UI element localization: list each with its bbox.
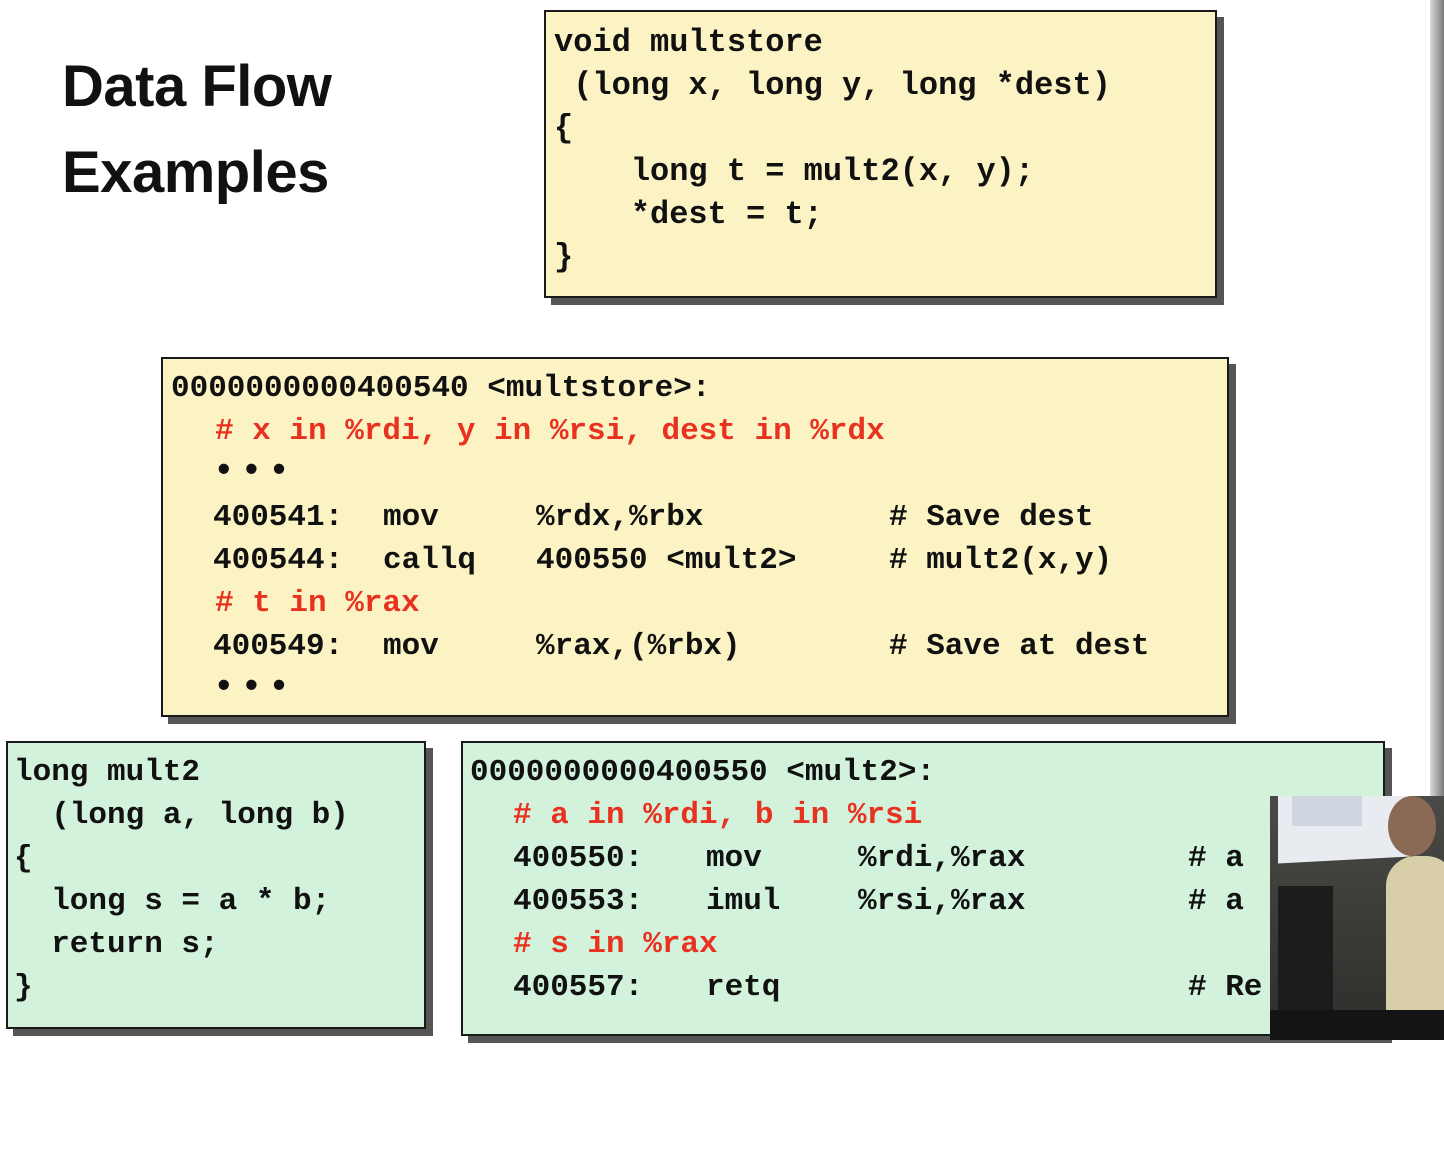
asm-op: mov [706,841,762,876]
code-line: long mult2 [14,755,201,790]
multstore-asm-box: 0000000000400540 <multstore>: # x in %rd… [161,357,1229,717]
asm-header: 0000000000400540 <multstore>: [171,371,711,406]
code-line: *dest = t; [554,196,823,233]
presenter-figure [1386,856,1444,1040]
projector-screen-inner [1292,796,1362,826]
asm-comment: # Re [1188,970,1263,1005]
asm-op: imul [706,884,781,919]
code-line: (long x, long y, long *dest) [554,67,1111,104]
asm-comment: # t in %rax [215,586,420,621]
ellipsis: ••• [213,667,296,708]
code-line: { [14,841,33,876]
mult2-c-code-box: long mult2 (long a, long b) { long s = a… [6,741,426,1029]
asm-addr: 400553: [513,884,644,919]
ellipsis: ••• [213,451,296,492]
code-line: { [554,110,574,147]
slide-title: Data Flow Examples [62,44,332,216]
multstore-c-code-box: void multstore (long x, long y, long *de… [544,10,1217,298]
code-line: (long a, long b) [14,798,349,833]
asm-args: %rdx,%rbx [536,500,704,535]
asm-addr: 400550: [513,841,644,876]
asm-comment: # s in %rax [513,927,718,962]
title-line-2: Examples [62,140,329,205]
asm-op: retq [706,970,781,1005]
code-line: } [14,970,33,1005]
asm-op: mov [383,500,439,535]
asm-addr: 400544: [213,543,344,578]
code-line: long t = mult2(x, y); [554,153,1035,190]
code-line: long s = a * b; [14,884,331,919]
asm-comment: # mult2(x,y) [889,543,1113,578]
asm-comment: # a [1188,884,1244,919]
mult2-asm-box: 0000000000400550 <mult2>: # a in %rdi, b… [461,741,1385,1036]
asm-comment: # a [1188,841,1244,876]
asm-addr: 400557: [513,970,644,1005]
slide-edge [1430,0,1444,796]
floor-shadow [1270,1010,1444,1040]
asm-addr: 400549: [213,629,344,664]
asm-op: mov [383,629,439,664]
asm-comment: # a in %rdi, b in %rsi [513,798,923,833]
asm-comment: # x in %rdi, y in %rsi, dest in %rdx [215,414,885,449]
asm-header: 0000000000400550 <mult2>: [470,755,936,790]
asm-addr: 400541: [213,500,344,535]
code-line: return s; [14,927,219,962]
asm-args: 400550 <mult2> [536,543,797,578]
presenter-video-thumbnail [1270,796,1444,1040]
asm-args: %rax,(%rbx) [536,629,741,664]
code-line: } [554,239,574,276]
asm-comment: # Save at dest [889,629,1150,664]
title-line-1: Data Flow [62,54,332,119]
asm-comment: # Save dest [889,500,1094,535]
asm-args: %rsi,%rax [858,884,1026,919]
code-line: void multstore [554,24,823,61]
asm-op: callq [383,543,477,578]
asm-args: %rdi,%rax [858,841,1026,876]
presenter-head [1388,796,1436,856]
